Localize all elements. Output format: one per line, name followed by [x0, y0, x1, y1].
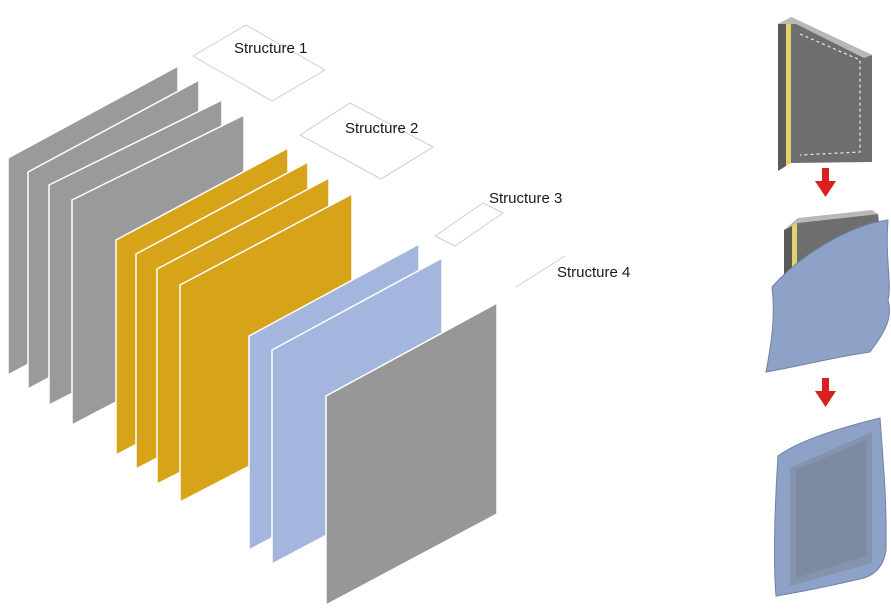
structure-3-leader — [434, 202, 504, 247]
panel-edge — [778, 20, 786, 171]
structure-4-leader — [515, 255, 566, 288]
structure-4-sheets — [325, 301, 498, 607]
structure-1-leader — [191, 24, 327, 102]
inserted-panel-top — [784, 210, 878, 230]
panel-top — [778, 17, 872, 58]
panel-seam — [799, 33, 861, 156]
panel-in-bag — [765, 210, 890, 373]
assembled-panel — [778, 17, 872, 171]
sealed-bag-inner-face — [796, 440, 866, 578]
dark-gray-sheet — [325, 301, 498, 607]
down-arrow-2 — [815, 378, 836, 407]
down-arrow-1 — [815, 168, 836, 197]
bag — [765, 219, 890, 373]
structure-3-label: Structure 3 — [489, 190, 562, 207]
label-leaders — [191, 24, 566, 288]
structure-2-label: Structure 2 — [345, 120, 418, 137]
sealed-bag — [774, 417, 887, 597]
panel-face — [791, 17, 872, 163]
structure-4-label: Structure 4 — [557, 264, 630, 281]
panel-stripe — [786, 17, 791, 166]
structure-2-leader — [299, 102, 435, 180]
structure-1-label: Structure 1 — [234, 40, 307, 57]
